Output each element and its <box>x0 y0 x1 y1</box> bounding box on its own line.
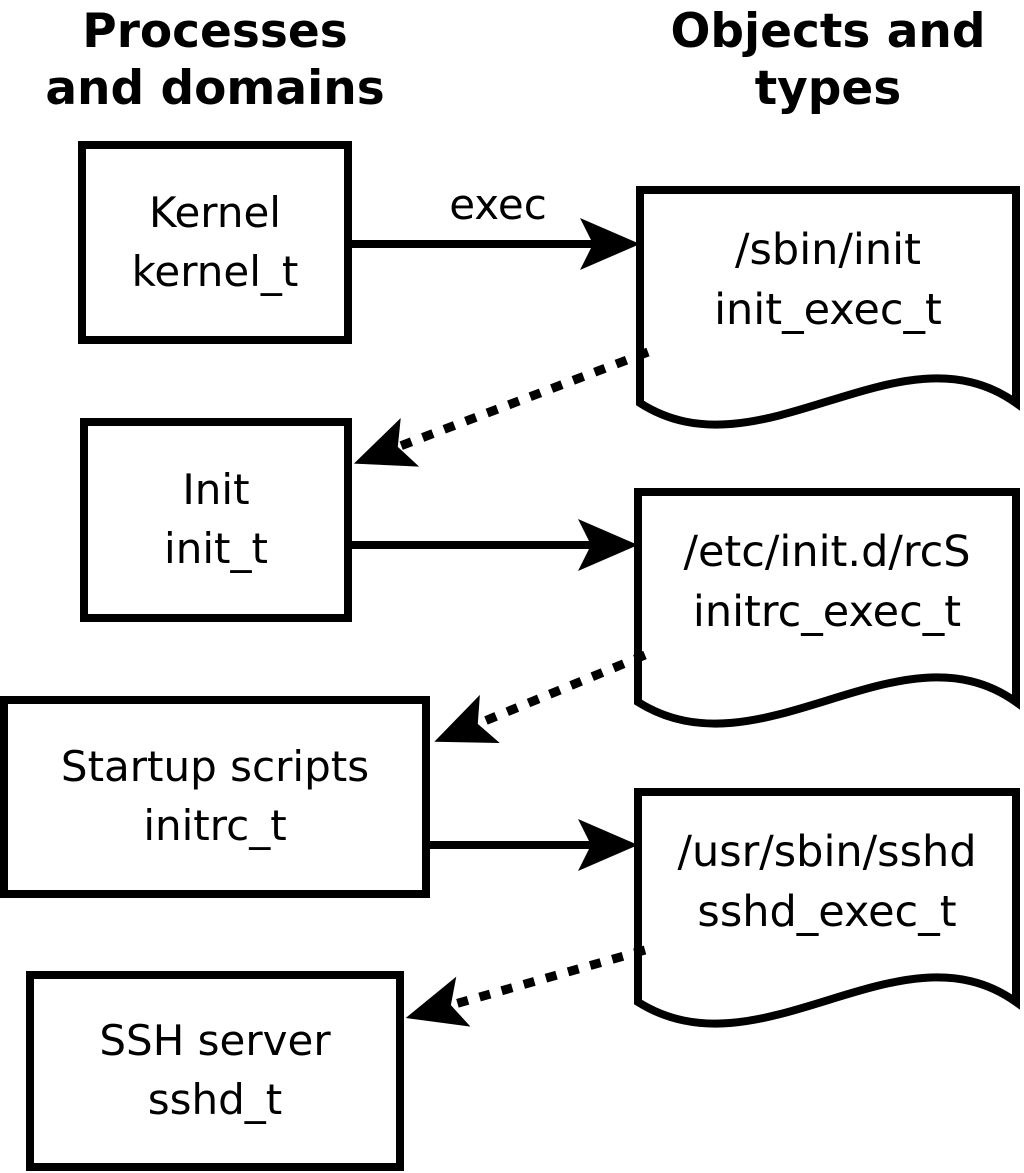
process-name: Startup scripts <box>60 742 370 792</box>
heading-right-line2: types <box>754 60 902 116</box>
object-path: /etc/init.d/rcS <box>683 526 971 577</box>
object-type: init_exec_t <box>714 285 942 335</box>
process-name: SSH server <box>99 1016 331 1066</box>
process-domain: init_t <box>164 524 268 573</box>
heading-left-line2: and domains <box>45 60 385 116</box>
process-box-startup-scripts: Startup scripts initrc_t <box>0 696 430 898</box>
process-name: Init <box>182 465 250 515</box>
process-domain: kernel_t <box>131 246 299 296</box>
transition-arrow-init-exec-to-init <box>353 347 650 467</box>
object-label-usr-sbin-sshd: /usr/sbin/sshd sshd_exec_t <box>638 802 1016 962</box>
transition-arrow-sshd-exec-to-sshd <box>405 945 647 1027</box>
heading-left-line1: Processes <box>82 4 348 59</box>
process-domain: sshd_t <box>147 1075 283 1124</box>
exec-edge-label: exec <box>449 180 547 229</box>
process-name: Kernel <box>149 187 281 237</box>
process-box-ssh-server: SSH server sshd_t <box>26 971 404 1171</box>
process-domain: initrc_t <box>143 801 287 850</box>
transition-arrow-initrc-exec-to-initrc <box>434 650 647 743</box>
document-shape-usr-sbin-sshd <box>634 788 1020 1028</box>
object-type: initrc_exec_t <box>692 587 962 637</box>
process-box-kernel: Kernel kernel_t <box>78 141 352 344</box>
object-label-sbin-init: /sbin/init init_exec_t <box>640 200 1016 360</box>
heading-right-line1: Objects and <box>670 4 986 59</box>
heading-processes-and-domains: Processes and domains <box>15 4 415 118</box>
object-path: /sbin/init <box>735 224 921 275</box>
object-type: sshd_exec_t <box>697 887 957 937</box>
document-shape-etc-initd-rcs <box>634 488 1020 728</box>
object-path: /usr/sbin/sshd <box>677 826 977 877</box>
object-label-etc-initd-rcs: /etc/init.d/rcS initrc_exec_t <box>638 502 1016 662</box>
heading-objects-and-types: Objects and types <box>628 4 1024 118</box>
document-shape-sbin-init <box>636 186 1020 429</box>
process-box-init: Init init_t <box>80 418 352 622</box>
